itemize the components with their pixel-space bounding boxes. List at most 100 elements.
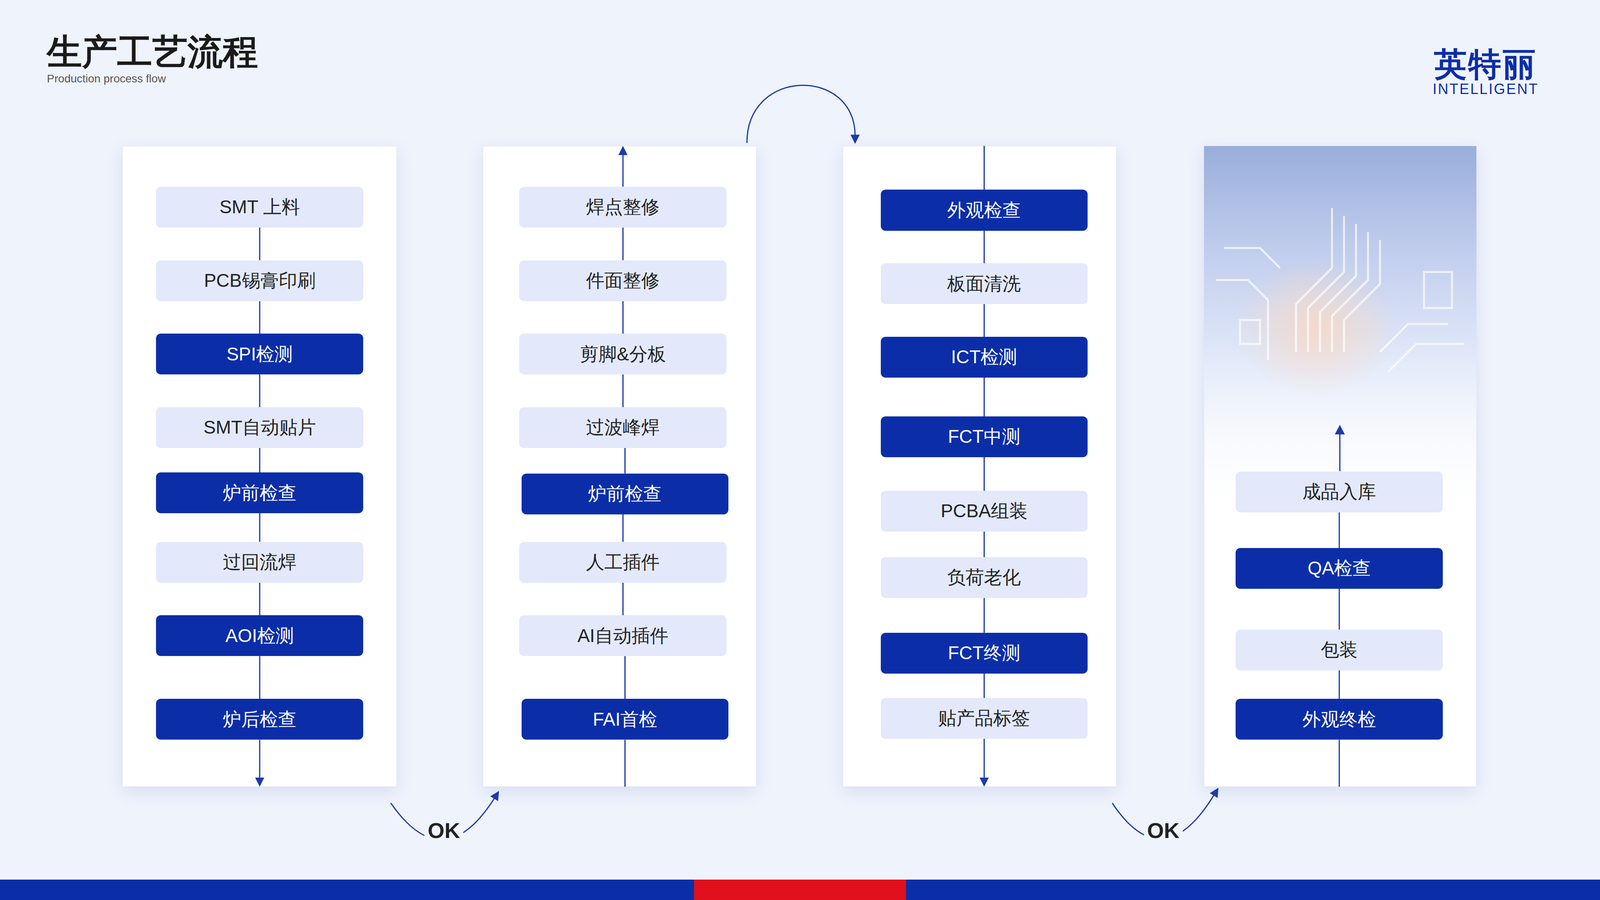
- process-box: 板面清洗: [880, 263, 1088, 304]
- connector-line: [622, 514, 624, 542]
- connector-line: [259, 227, 261, 261]
- column-panel: [842, 146, 1117, 787]
- inspection-box: 炉前检查: [521, 473, 729, 515]
- brand-name: INTELLIGENT: [1432, 80, 1539, 98]
- connector-line: [1338, 588, 1340, 630]
- connector-line: [259, 582, 261, 616]
- flow-connector: [259, 656, 260, 699]
- flow-connector: [624, 656, 626, 699]
- box-label: FAI首检: [592, 708, 658, 731]
- arrow-head: [850, 134, 860, 144]
- box-label: SMT自动贴片: [203, 416, 316, 439]
- connector-line: [622, 301, 624, 334]
- flow-connector: [618, 85, 985, 190]
- process-box: 负荷老化: [880, 557, 1088, 598]
- flow-connector: [259, 513, 260, 542]
- arrow-head: [490, 790, 500, 802]
- inspection-box: FCT中测: [880, 416, 1088, 458]
- box-label: 负荷老化: [947, 566, 1021, 589]
- flow-connector: [984, 304, 985, 337]
- arrow-head: [979, 777, 989, 787]
- flow-connector: [984, 531, 985, 558]
- box-label: 件面整修: [586, 269, 660, 292]
- flow-connector: [622, 582, 624, 616]
- circuit-photo: [1204, 146, 1477, 522]
- flow-connector: [1339, 512, 1340, 548]
- box-label: QA检查: [1307, 557, 1371, 580]
- flow-connector: [1339, 588, 1340, 630]
- box-label: SPI检测: [226, 343, 293, 366]
- flow-connector: [622, 374, 624, 408]
- footer-accent: [694, 879, 906, 900]
- inspection-box: FAI首检: [521, 698, 729, 740]
- box-label: 炉前检查: [222, 482, 297, 504]
- flow-connector: [984, 673, 985, 698]
- process-box: SMT自动贴片: [156, 407, 364, 448]
- inspection-box: AOI检测: [156, 615, 364, 656]
- edge-label: OK: [1144, 818, 1183, 843]
- column-panel: [482, 146, 757, 787]
- box-label: FCT中测: [948, 425, 1021, 448]
- box-label: 成品入库: [1302, 480, 1376, 503]
- box-label: 贴产品标签: [938, 707, 1030, 730]
- box-label: AI自动插件: [577, 624, 669, 647]
- connector-line: [983, 598, 985, 633]
- process-box: 剪脚&分板: [519, 333, 727, 375]
- flow-connector: [622, 227, 624, 261]
- box-label: 过波峰焊: [586, 416, 660, 439]
- connector-line: [259, 448, 261, 473]
- inspection-box: FCT终测: [880, 632, 1088, 674]
- inspection-box: 炉前检查: [156, 472, 364, 514]
- process-box: 贴产品标签: [880, 698, 1088, 739]
- process-box: PCBA组装: [880, 490, 1088, 532]
- process-box: 件面整修: [519, 260, 727, 302]
- flow-connector: [984, 598, 985, 633]
- process-box: 过波峰焊: [519, 407, 727, 448]
- box-label: SMT 上料: [219, 196, 300, 218]
- process-box: PCB锡膏印刷: [156, 260, 364, 302]
- edge-label: OK: [424, 818, 464, 843]
- brand-logo: 英特丽: [1434, 42, 1538, 87]
- process-box: AI自动插件: [519, 615, 727, 656]
- flow-connector: [259, 374, 260, 408]
- connector-line: [983, 531, 985, 558]
- box-label: 炉前检查: [588, 482, 662, 505]
- flow-connector: [259, 227, 260, 261]
- connector-line: [622, 582, 624, 616]
- box-label: 过回流焊: [222, 551, 297, 574]
- flow-connector: [259, 582, 260, 616]
- box-label: ICT检测: [950, 346, 1018, 368]
- connector-line: [624, 656, 626, 699]
- connector-line: [259, 513, 261, 542]
- inspection-box: 炉后检查: [156, 698, 364, 740]
- connector-line: [983, 377, 985, 417]
- arrow-head: [618, 146, 628, 156]
- box-label: 炉后检查: [222, 708, 297, 731]
- process-box: SMT 上料: [156, 186, 364, 228]
- flow-connector: [984, 230, 985, 264]
- flow-connector: [984, 457, 985, 491]
- box-label: FCT终测: [948, 642, 1021, 664]
- box-label: 剪脚&分板: [580, 343, 666, 366]
- inspection-box: ICT检测: [880, 336, 1088, 378]
- flow-connector: [624, 448, 626, 474]
- connector-line: [983, 304, 985, 337]
- box-label: PCBA组装: [940, 500, 1028, 522]
- connector-line: [624, 448, 626, 474]
- flow-connector: [1339, 670, 1340, 699]
- flow-connector: [259, 301, 260, 334]
- inspection-box: QA检查: [1235, 548, 1443, 589]
- circuit-traces: [1216, 208, 1464, 372]
- connector-line: [983, 673, 985, 698]
- circuit-glow: [1236, 260, 1396, 396]
- connector-line: [622, 85, 984, 190]
- connector-line: [622, 374, 624, 408]
- flow-connector: [984, 377, 985, 417]
- arrow-head: [1209, 787, 1219, 798]
- flow-connector: [259, 448, 260, 473]
- process-box: 过回流焊: [156, 542, 364, 583]
- connector-line: [983, 230, 985, 264]
